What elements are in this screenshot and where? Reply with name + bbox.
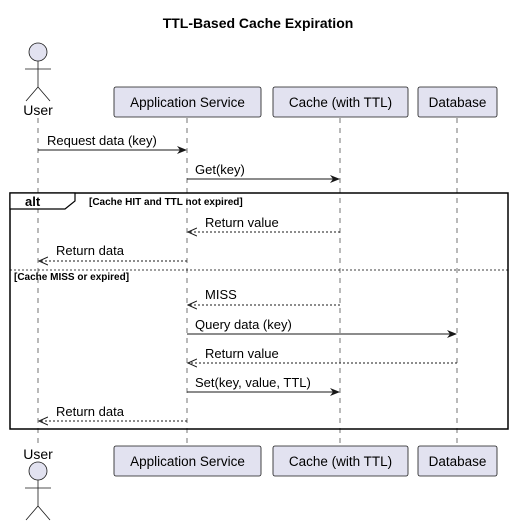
participant-user-label-top: User [23,102,53,118]
alt-guard-hit: [Cache HIT and TTL not expired] [89,197,243,208]
participant-cache-label-top: Cache (with TTL) [289,95,392,110]
alt-frame: alt [Cache HIT and TTL not expired] [Cac… [9,192,509,430]
participant-cache-bottom: Cache (with TTL) [272,445,409,477]
message-label: MISS [205,287,237,302]
participant-user-label-bottom: User [23,446,53,462]
message-label: Return data [56,243,125,258]
actor-head-icon [28,42,48,62]
message-set-key: Set(key, value, TTL) [187,375,340,396]
message-return-value-db: Return value [188,346,457,363]
message-get-key: Get(key) [187,162,340,183]
diagram-title: TTL-Based Cache Expiration [163,15,354,31]
alt-keyword: alt [25,194,41,209]
participant-db-label-top: Database [429,95,487,110]
message-request-data: Request data (key) [38,133,187,154]
participant-db-top: Database [417,86,498,118]
message-return-value-cache: Return value [188,215,340,232]
participant-db-bottom: Database [417,445,498,477]
participant-app-label-top: Application Service [130,95,245,110]
participant-user-top: User [23,42,53,118]
message-miss: MISS [188,287,340,305]
message-label: Get(key) [195,162,245,177]
participant-cache-label-bottom: Cache (with TTL) [289,454,392,469]
message-return-data-miss: Return data [39,404,187,421]
message-label: Return value [205,215,279,230]
message-query-data: Query data (key) [187,317,457,338]
message-return-data-hit: Return data [39,243,187,261]
message-label: Request data (key) [47,133,157,148]
lifelines [37,118,458,446]
participant-app-label-bottom: Application Service [130,454,245,469]
actor-head-icon [28,461,48,481]
participant-user-bottom: User [23,446,53,521]
participant-cache-top: Cache (with TTL) [272,86,409,118]
message-label: Return data [56,404,125,419]
participant-db-label-bottom: Database [429,454,487,469]
participant-app-top: Application Service [113,86,262,118]
message-label: Return value [205,346,279,361]
alt-guard-miss: [Cache MISS or expired] [14,272,129,283]
participant-app-bottom: Application Service [113,445,262,477]
message-label: Query data (key) [195,317,292,332]
message-label: Set(key, value, TTL) [195,375,311,390]
